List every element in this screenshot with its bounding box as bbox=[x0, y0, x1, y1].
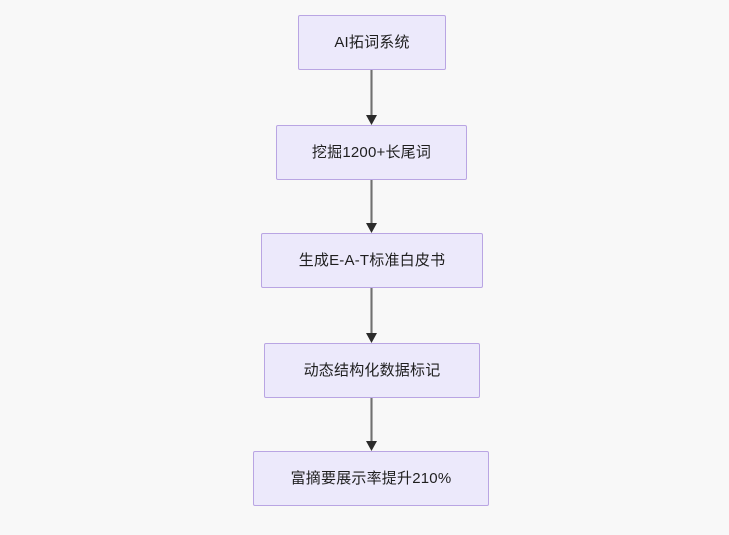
flow-node-label: 生成E-A-T标准白皮书 bbox=[298, 251, 446, 269]
flow-node-mine-longtail-keywords[interactable]: 挖掘1200+长尾词 bbox=[276, 125, 467, 180]
flow-node-label: 富摘要展示率提升210% bbox=[290, 469, 452, 487]
flow-connector-1-2 bbox=[365, 70, 377, 125]
flow-node-label: 动态结构化数据标记 bbox=[303, 361, 441, 379]
flow-node-rich-snippet-impression-lift[interactable]: 富摘要展示率提升210% bbox=[253, 451, 489, 506]
flow-node-dynamic-structured-data-markup[interactable]: 动态结构化数据标记 bbox=[264, 343, 480, 398]
flow-connector-2-3 bbox=[365, 180, 377, 233]
flow-node-label: 挖掘1200+长尾词 bbox=[311, 143, 432, 161]
flow-connector-4-5 bbox=[365, 398, 377, 451]
flow-node-label: AI拓词系统 bbox=[334, 33, 410, 51]
flow-node-ai-keyword-system[interactable]: AI拓词系统 bbox=[298, 15, 446, 70]
flow-connector-3-4 bbox=[365, 288, 377, 343]
flow-node-generate-eat-whitepaper[interactable]: 生成E-A-T标准白皮书 bbox=[261, 233, 483, 288]
